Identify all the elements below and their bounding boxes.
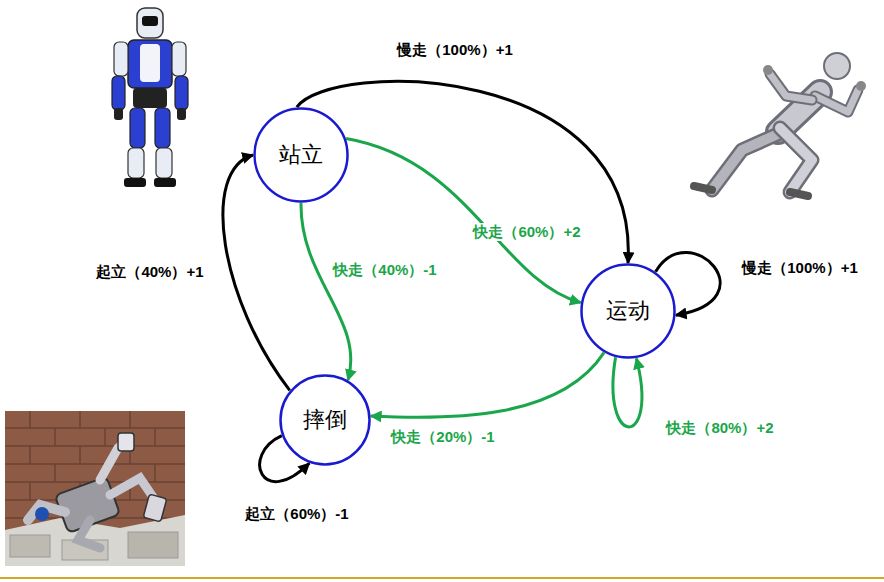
state-border bbox=[582, 265, 675, 358]
state-circle: 摔倒 bbox=[279, 374, 371, 466]
transition-label: 快走（60%）+2 bbox=[470, 223, 583, 241]
standing-robot bbox=[112, 8, 188, 187]
transition-label: 起立（40%）+1 bbox=[93, 263, 206, 281]
transition-label: 起立（60%）-1 bbox=[242, 505, 351, 523]
state-circle: 运动 bbox=[580, 263, 676, 359]
state-circle: 站立 bbox=[253, 107, 349, 203]
footer-rule bbox=[0, 577, 884, 579]
state-border bbox=[255, 109, 348, 202]
state-border bbox=[281, 376, 370, 465]
transition-label: 慢走（100%）+1 bbox=[739, 259, 860, 277]
running-robot bbox=[694, 53, 866, 196]
fallen-robot-photo bbox=[5, 411, 185, 566]
state-name: 运动 bbox=[606, 296, 650, 326]
transition-label: 快走（80%）+2 bbox=[663, 419, 776, 437]
state-name: 摔倒 bbox=[303, 405, 347, 435]
transition-arrow bbox=[301, 203, 351, 380]
transition-arrow bbox=[371, 353, 604, 418]
transition-arrow bbox=[297, 81, 629, 263]
state-name: 站立 bbox=[279, 140, 323, 170]
transition-label: 快走（40%）-1 bbox=[330, 261, 439, 279]
transition-arrow bbox=[613, 357, 642, 427]
transition-label: 快走（20%）-1 bbox=[388, 428, 497, 446]
transition-label: 慢走（100%）+1 bbox=[394, 41, 515, 59]
